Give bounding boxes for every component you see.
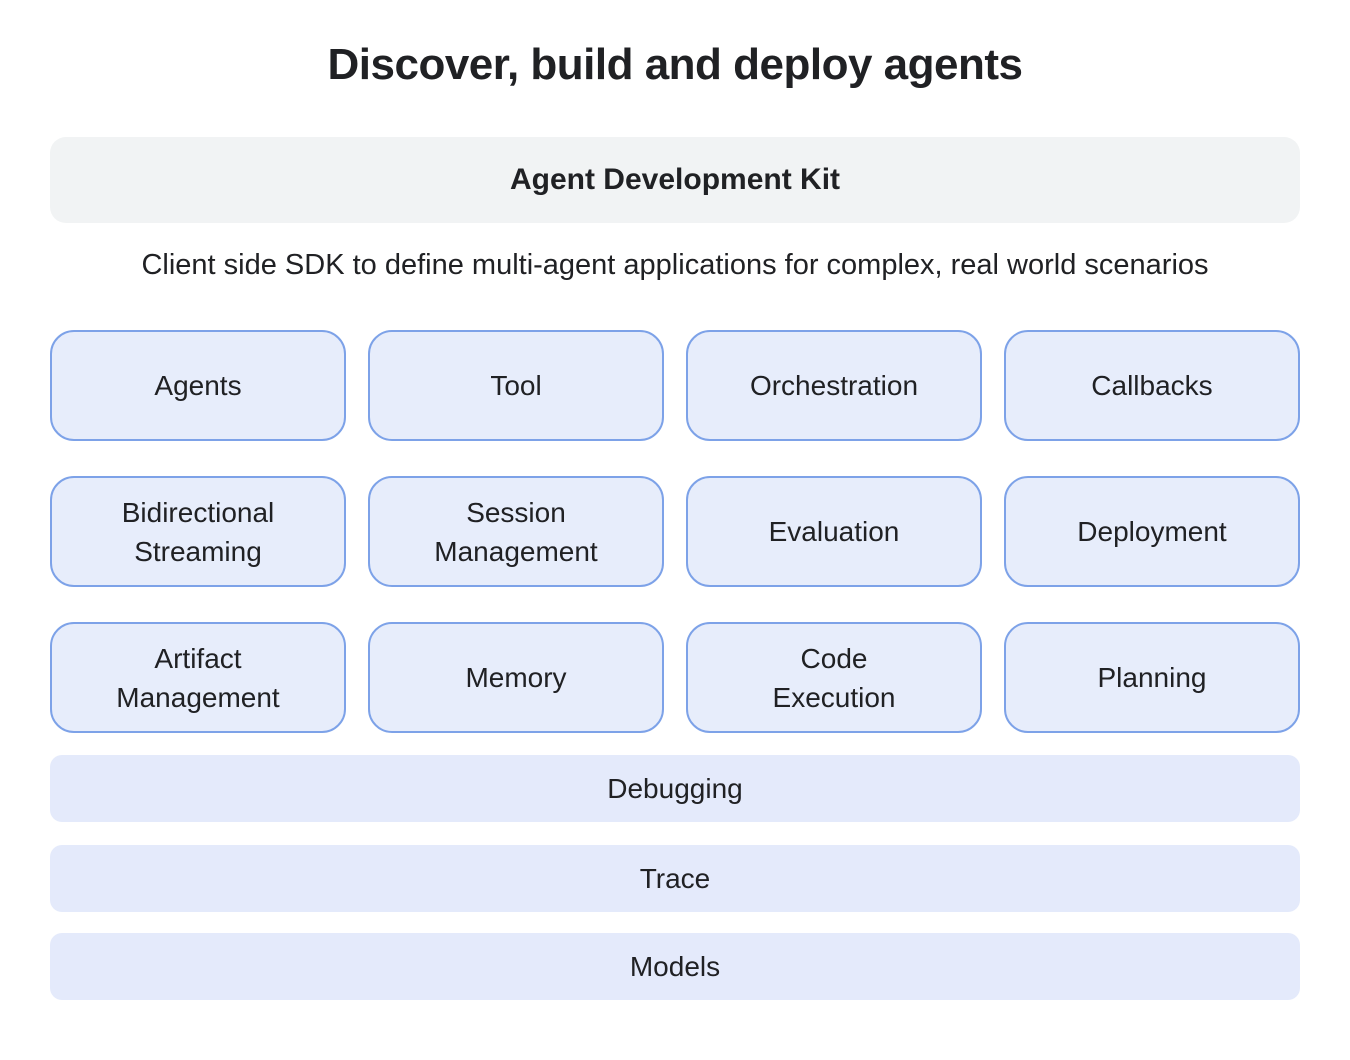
feature-card-evaluation: Evaluation <box>686 476 982 587</box>
adk-banner: Agent Development Kit <box>50 137 1300 223</box>
feature-card-label: Evaluation <box>768 516 900 547</box>
feature-card-label: Deployment <box>1077 516 1227 547</box>
feature-card-orchestration: Orchestration <box>686 330 982 441</box>
feature-card-label: Session Management <box>434 496 598 567</box>
layer-bar-label: Models <box>629 950 721 982</box>
feature-card-label: Code Execution <box>772 642 896 713</box>
feature-card-artifact-management: Artifact Management <box>50 622 346 733</box>
feature-card-label: Tool <box>490 370 542 401</box>
page-title: Discover, build and deploy agents <box>327 40 1024 89</box>
feature-card-label: Orchestration <box>749 370 919 401</box>
feature-card-tool: Tool <box>368 330 664 441</box>
adk-banner-label: Agent Development Kit <box>509 163 841 196</box>
layer-bar-debugging: Debugging <box>50 755 1300 822</box>
subtitle: Client side SDK to define multi-agent ap… <box>141 249 1209 281</box>
feature-card-label: Bidirectional Streaming <box>121 496 275 567</box>
feature-grid: Agents Tool Orchestration Callbacks Bidi… <box>50 330 1300 733</box>
layer-bar-label: Debugging <box>607 772 743 804</box>
feature-card-planning: Planning <box>1004 622 1300 733</box>
feature-card-bidirectional-streaming: Bidirectional Streaming <box>50 476 346 587</box>
feature-card-label: Agents <box>154 370 242 401</box>
feature-card-label: Memory <box>465 662 567 693</box>
feature-card-session-management: Session Management <box>368 476 664 587</box>
feature-card-code-execution: Code Execution <box>686 622 982 733</box>
feature-card-deployment: Deployment <box>1004 476 1300 587</box>
layer-bar-label: Trace <box>639 862 711 894</box>
layer-bar-models: Models <box>50 933 1300 1000</box>
feature-card-label: Artifact Management <box>116 642 280 713</box>
feature-card-label: Planning <box>1097 662 1207 693</box>
feature-card-agents: Agents <box>50 330 346 441</box>
layer-bar-trace: Trace <box>50 845 1300 912</box>
feature-card-label: Callbacks <box>1091 370 1213 401</box>
feature-card-callbacks: Callbacks <box>1004 330 1300 441</box>
feature-card-memory: Memory <box>368 622 664 733</box>
